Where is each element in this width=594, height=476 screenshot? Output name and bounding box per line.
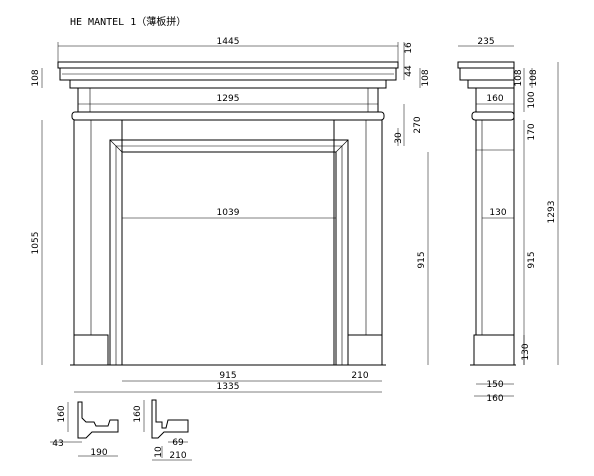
side-dimensions: 235 160 130 150 160 108 108 100 170 915 … bbox=[458, 37, 559, 404]
dim-side-overall-height: 1293 bbox=[547, 201, 557, 224]
dim-side-depth: 235 bbox=[477, 37, 494, 47]
side-elevation bbox=[457, 61, 516, 366]
dim-band-drop: 170 bbox=[527, 123, 537, 140]
dim-side-shelf-outer: 108 bbox=[529, 69, 539, 86]
dim-frieze-width: 1295 bbox=[217, 94, 240, 104]
dim-frieze-drop: 270 bbox=[413, 116, 423, 133]
front-elevation bbox=[57, 61, 399, 366]
dim-base-depth: 160 bbox=[486, 394, 503, 404]
dim-shelf-height: 108 bbox=[31, 69, 41, 86]
dim-profile2-step: 10 bbox=[154, 446, 164, 458]
profile-section-2: 160 69 10 210 bbox=[133, 399, 192, 461]
drawing-title: HE MANTEL 1（薄板拼） bbox=[70, 15, 186, 28]
dim-frieze-depth: 160 bbox=[486, 94, 503, 104]
dim-side-shelf-height: 108 bbox=[514, 69, 524, 86]
dim-opening-width: 1039 bbox=[217, 208, 240, 218]
front-dimensions: 1445 1295 1039 915 210 1335 108 1055 16 … bbox=[31, 37, 431, 393]
dim-profile2-width: 210 bbox=[169, 451, 186, 461]
dim-band-height: 30 bbox=[394, 132, 404, 144]
dim-base-width: 1335 bbox=[217, 382, 240, 392]
dim-profile1-height: 160 bbox=[57, 405, 67, 422]
dim-shelf-lip: 44 bbox=[404, 65, 414, 77]
dim-shelf-top: 16 bbox=[404, 42, 414, 54]
dim-inner-opening: 915 bbox=[219, 371, 236, 381]
dim-overall-width: 1445 bbox=[217, 37, 240, 47]
dim-profile1-offset: 43 bbox=[52, 439, 63, 449]
dim-profile1-width: 190 bbox=[90, 448, 107, 458]
dim-side-leg-height: 915 bbox=[527, 251, 537, 268]
dim-side-frieze-height: 100 bbox=[527, 91, 537, 108]
dim-plinth-height: 130 bbox=[521, 343, 531, 360]
dim-leg-depth: 130 bbox=[489, 208, 506, 218]
dim-profile2-height: 160 bbox=[133, 405, 143, 422]
dim-profile2-inner: 69 bbox=[172, 438, 184, 448]
dim-plinth-depth: 150 bbox=[486, 380, 503, 390]
dim-leg-height: 915 bbox=[417, 251, 427, 268]
dim-overall-height: 1055 bbox=[31, 232, 41, 255]
dim-leg-width: 210 bbox=[351, 371, 368, 381]
dim-shelf-height-right: 108 bbox=[421, 69, 431, 86]
profile-section-1: 160 43 190 bbox=[50, 401, 119, 458]
